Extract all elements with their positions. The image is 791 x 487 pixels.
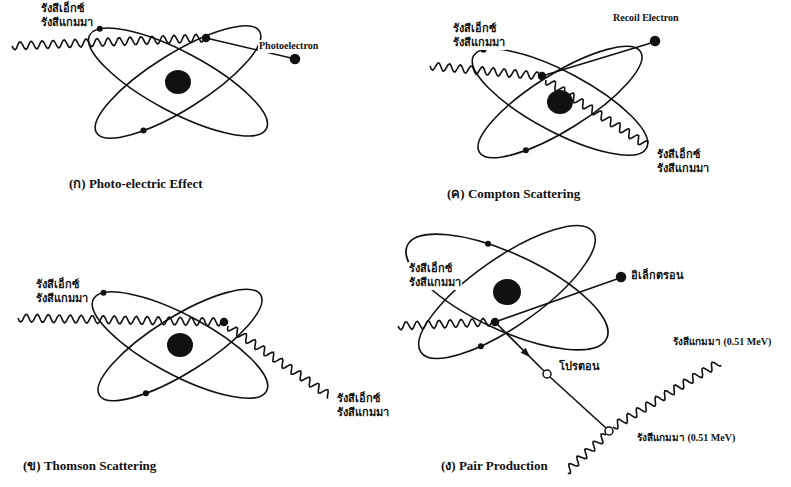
nucleus <box>493 279 521 305</box>
particle-label: อิเล็กตรอน <box>630 269 685 283</box>
positron-dot <box>543 370 551 378</box>
electron-orbit <box>459 30 660 175</box>
panel-caption: (ก) Photo-electric Effect <box>68 176 204 192</box>
ray-label: รังสีแกมมา (0.51 MeV) <box>636 432 736 445</box>
particle-track <box>550 377 606 428</box>
arrowhead <box>521 348 531 358</box>
particle-track <box>495 279 617 322</box>
photon-wave <box>12 34 204 49</box>
ray-label: รังสีเอ็กซ์ รังสีแกมมา <box>452 22 506 50</box>
orbital-electron <box>143 390 149 396</box>
electron-dot <box>539 73 546 80</box>
photon-wave <box>18 314 222 326</box>
electron-dot <box>492 319 499 326</box>
electron-orbit <box>76 9 281 156</box>
nucleus <box>547 90 573 114</box>
ray-label: รังสีเอ็กซ์ รังสีแกมมา <box>35 278 89 306</box>
electron-dot <box>221 319 228 326</box>
orbital-electron <box>485 241 491 247</box>
ray-label: รังสีเอ็กซ์ รังสีแกมมา <box>336 392 390 420</box>
photon-wave <box>398 318 491 329</box>
photon-wave <box>228 326 329 399</box>
panel-caption: (ข) Thomson Scattering <box>22 458 157 474</box>
panel-caption: (ค) Compton Scattering <box>446 186 581 202</box>
photon-wave <box>546 80 648 145</box>
orbital-electron <box>523 147 529 153</box>
electron-dot <box>203 35 210 42</box>
particle-label: โปรตอน <box>558 360 601 374</box>
photon-wave <box>430 63 539 79</box>
particle-label: Recoil Electron <box>612 12 680 25</box>
ray-label: รังสีเอ็กซ์ รังสีแกมมา <box>408 262 462 290</box>
photon-wave <box>568 434 606 474</box>
particle-label: Photoelectron <box>258 40 319 53</box>
electron-dot <box>651 37 660 46</box>
orbital-electron <box>97 26 103 32</box>
electron-orbit <box>79 273 280 418</box>
particle-track <box>542 43 651 76</box>
orbital-electron <box>141 128 147 134</box>
electron-orbit <box>85 271 276 419</box>
positron-dot <box>605 427 613 435</box>
electron-dot <box>617 273 626 282</box>
electron-orbit <box>391 211 623 373</box>
electron-orbit <box>465 28 656 176</box>
ray-label: รังสีเอ็กซ์ รังสีแกมมา <box>40 2 94 30</box>
ray-label: รังสีแกมมา (0.51 MeV) <box>672 336 772 349</box>
photon-wave <box>613 362 721 429</box>
particle-track <box>495 322 544 371</box>
orbital-electron <box>101 290 107 296</box>
nucleus <box>165 70 191 94</box>
nucleus <box>167 333 193 357</box>
ray-label: รังสีเอ็กซ์ รังสีแกมมา <box>656 148 710 176</box>
orbital-electron <box>478 343 484 349</box>
electron-dot <box>291 55 300 64</box>
electron-orbit <box>82 7 275 156</box>
panel-caption: (ง) Pair Production <box>440 458 549 474</box>
